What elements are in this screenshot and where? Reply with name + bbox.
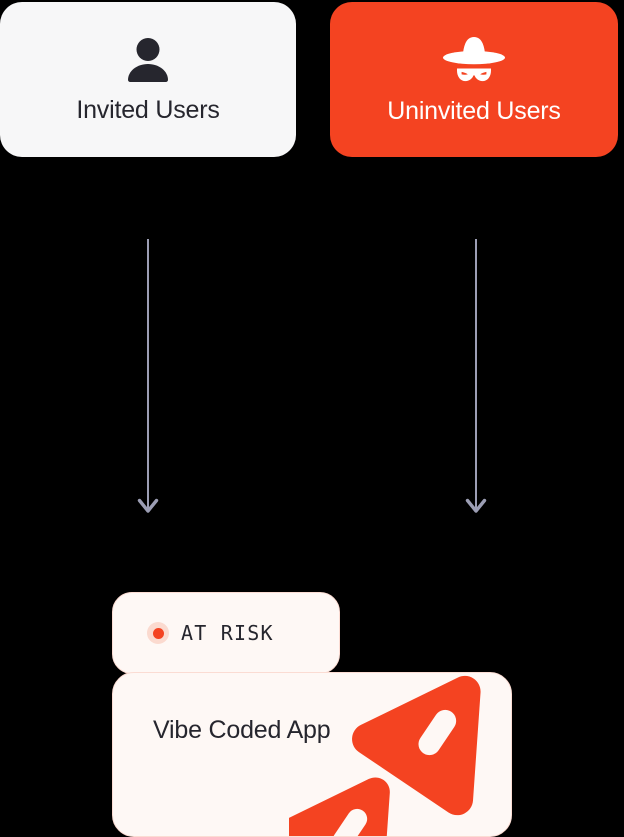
status-badge-label: AT RISK bbox=[181, 621, 274, 645]
app-card-vibe-coded-app[interactable]: Vibe Coded App bbox=[112, 672, 512, 837]
actor-label-invited-users: Invited Users bbox=[76, 96, 220, 124]
arrow-uninvited-to-app bbox=[464, 239, 488, 521]
actor-label-uninvited-users: Uninvited Users bbox=[387, 97, 561, 125]
incognito-hat-icon bbox=[441, 35, 507, 85]
actor-card-uninvited-users[interactable]: Uninvited Users bbox=[330, 2, 618, 157]
arrow-invited-to-app bbox=[136, 239, 160, 521]
person-icon bbox=[125, 36, 171, 84]
status-dot-icon bbox=[147, 622, 169, 644]
status-badge[interactable]: AT RISK bbox=[112, 592, 340, 674]
app-card-title: Vibe Coded App bbox=[153, 716, 331, 744]
actor-card-invited-users[interactable]: Invited Users bbox=[0, 2, 296, 157]
warning-triangle-icon bbox=[270, 673, 511, 836]
vibe-coded-app-group: AT RISK Vibe Coded App bbox=[112, 592, 512, 837]
